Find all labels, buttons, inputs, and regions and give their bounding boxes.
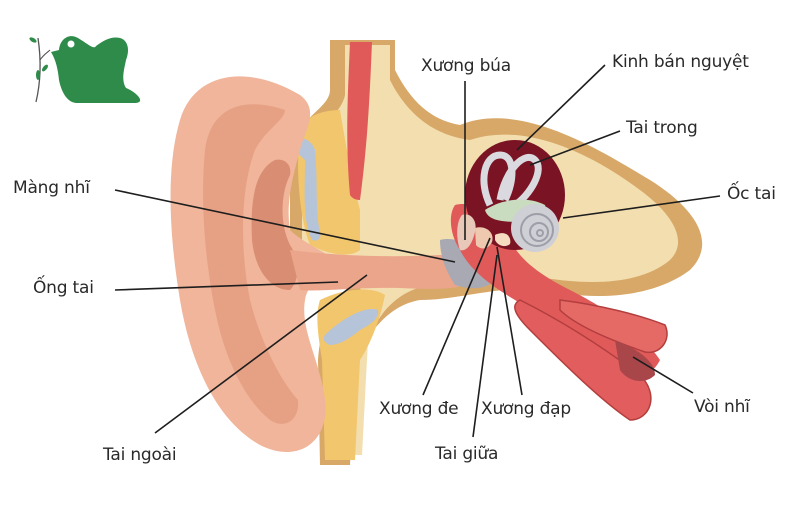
label-mang-nhi: Màng nhĩ: [13, 178, 90, 198]
pinna-inner: [251, 159, 298, 290]
label-xuong-bua: Xương búa: [421, 56, 511, 76]
pinna-fold: [203, 104, 299, 424]
green-bird-with-branch-icon: [29, 36, 141, 103]
eustachian-muscle-1: [514, 299, 652, 421]
label-kinh-ban-nguyet: Kinh bán nguyệt: [612, 52, 749, 72]
label-tai-ngoai: Tai ngoài: [103, 445, 177, 465]
label-tai-trong: Tai trong: [626, 118, 698, 138]
cartilage-lower: [323, 309, 379, 345]
label-tai-giua: Tai giữa: [435, 444, 499, 464]
label-voi-nhi: Vòi nhĩ: [694, 397, 750, 417]
eustachian-tube-end: [615, 340, 655, 382]
muscle-upper: [347, 42, 372, 200]
label-oc-tai: Ốc tai: [727, 184, 776, 204]
semicircular-canals: [480, 151, 542, 208]
stapes: [495, 233, 511, 247]
label-xuong-de: Xương đe: [379, 399, 459, 419]
label-ong-tai: Ống tai: [33, 278, 94, 298]
cochlea-spiral: [520, 213, 554, 247]
ear-canal: [290, 250, 485, 291]
cochlea: [511, 204, 559, 252]
label-xuong-dap: Xương đạp: [481, 399, 571, 419]
eustachian-muscle-2: [559, 299, 668, 354]
malleus: [457, 214, 476, 251]
cartilage-upper: [294, 138, 321, 241]
leader-lines: [114, 64, 721, 438]
